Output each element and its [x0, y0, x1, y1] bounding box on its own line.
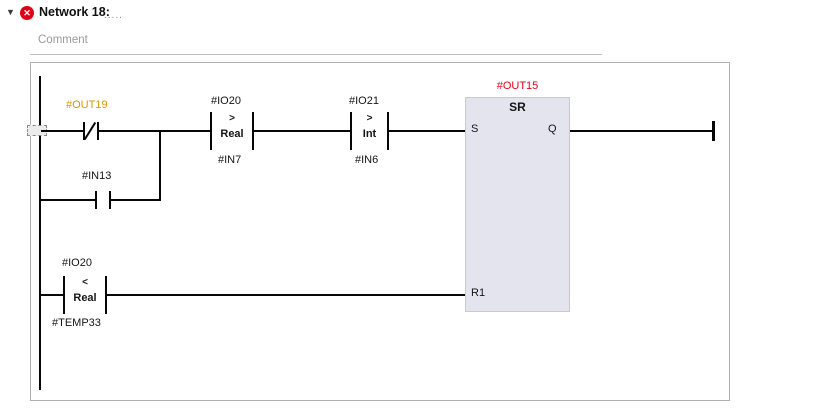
- comparator-datatype: Real: [73, 292, 97, 304]
- sr-block-label[interactable]: #OUT15: [496, 80, 539, 92]
- contact-bar: [350, 112, 352, 150]
- nc-contact-label[interactable]: #OUT19: [66, 99, 108, 111]
- collapse-triangle-icon[interactable]: ▼: [6, 7, 15, 17]
- contact-bar: [252, 112, 254, 150]
- comparator-operator: >: [229, 113, 235, 124]
- sr-pin-r1: R1: [471, 287, 486, 299]
- network-title-dots: .....: [104, 10, 123, 21]
- wire: [107, 294, 465, 296]
- comparator-operator: <: [82, 277, 88, 288]
- contact-bar: [95, 191, 97, 209]
- wire: [41, 199, 95, 201]
- wire: [111, 199, 161, 201]
- sr-pin-s: S: [471, 123, 479, 135]
- sr-block-title: SR: [509, 100, 526, 114]
- comment-field[interactable]: Comment: [30, 30, 602, 55]
- contact-bar: [210, 112, 212, 150]
- ladder-canvas[interactable]: [30, 62, 730, 401]
- error-badge-icon: ✕: [20, 6, 34, 20]
- sr-block[interactable]: [465, 97, 570, 312]
- network-title[interactable]: Network 18:: [39, 5, 110, 19]
- comparator-label[interactable]: #IO20: [211, 95, 241, 107]
- wire: [41, 294, 63, 296]
- comment-placeholder: Comment: [38, 34, 88, 46]
- power-rail-left: [39, 76, 41, 390]
- contact-bar: [387, 112, 389, 150]
- wire: [99, 130, 210, 132]
- comparator-label[interactable]: #IO20: [62, 257, 92, 269]
- sr-pin-q: Q: [548, 123, 557, 135]
- contact-bar: [109, 191, 111, 209]
- no-contact-label[interactable]: #IN13: [82, 170, 112, 182]
- comparator-operand[interactable]: #IN7: [218, 154, 242, 166]
- contact-bar: [83, 122, 85, 140]
- comparator-label[interactable]: #IO21: [349, 95, 379, 107]
- contact-bar: [97, 122, 99, 140]
- contact-bar: [105, 276, 107, 314]
- comparator-operator: >: [366, 113, 373, 124]
- wire: [389, 130, 465, 132]
- branch-wire: [159, 130, 161, 201]
- comparator-operand[interactable]: #TEMP33: [52, 317, 101, 329]
- wire: [570, 130, 714, 132]
- wire: [254, 130, 350, 132]
- rail-end-tick: [712, 121, 715, 141]
- comparator-operand[interactable]: #IN6: [355, 154, 379, 166]
- comparator-datatype: Real: [220, 128, 244, 140]
- contact-bar: [63, 276, 65, 314]
- comparator-datatype: Int: [362, 128, 377, 140]
- wire: [41, 130, 83, 132]
